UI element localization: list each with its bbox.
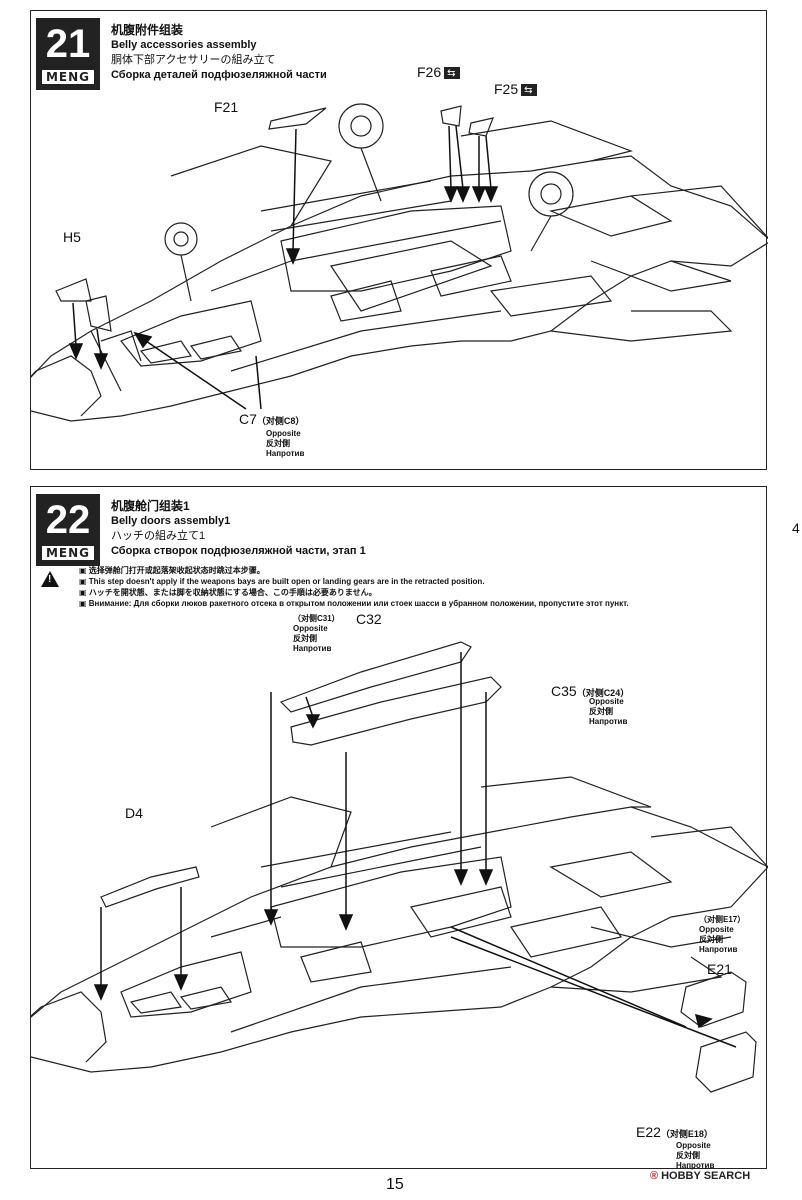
c7-text: C7 (239, 411, 257, 427)
e22-opposite-notes: Opposite 反対側 Напротив (676, 1141, 714, 1171)
part-label-f25: F25 (494, 81, 538, 99)
opposite-jp: 反対側 (266, 439, 290, 448)
step-21-panel: 21 MENG 机腹附件组装 Belly accessories assembl… (30, 10, 768, 470)
part-label-c7: C7（对侧C8） (239, 411, 304, 429)
swap-icon (521, 83, 538, 99)
title-jp: 胴体下部アクセサリーの組み立て (111, 54, 276, 66)
swap-icon (444, 66, 461, 82)
e21-opposite-notes: （对侧E17） Opposite 反対側 Напротив (699, 915, 745, 955)
part-label-h5: H5 (63, 229, 81, 245)
registered-icon: ® (650, 1170, 659, 1182)
opposite-jp: 反対側 (676, 1151, 700, 1160)
part-label-f26: F26 (417, 64, 461, 82)
opposite-jp: 反対側 (699, 935, 723, 944)
opposite-en: Opposite (676, 1141, 711, 1150)
step-titles: 机腹附件组装 Belly accessories assembly 胴体下部アク… (111, 23, 327, 83)
c35-opposite-notes: Opposite 反対側 Напротив (589, 697, 627, 727)
page-edge-mark: 4 (792, 520, 800, 536)
title-en: Belly doors assembly1 (111, 515, 231, 527)
opposite-ru: Напротив (699, 945, 738, 954)
step-number: 22 (45, 498, 91, 542)
watermark-text: HOBBY SEARCH (661, 1170, 751, 1182)
f25-text: F25 (494, 81, 519, 97)
c32-opposite-notes: （对侧C31） Opposite 反対側 Напротив (293, 614, 340, 654)
opposite-en: Opposite (699, 925, 734, 934)
opposite-en: Opposite (266, 429, 301, 438)
c35-opposite-code: （对侧C24） (576, 688, 630, 698)
brand-logo: MENG (41, 70, 95, 84)
e22-text: E22 (636, 1124, 661, 1140)
title-en: Belly accessories assembly (111, 39, 257, 51)
title-cn: 机腹舱门组装1 (111, 499, 190, 513)
warning-block: 选择弹舱门打开或起落架收起状态时跳过本步骤。 This step doesn't… (41, 565, 761, 609)
opposite-en: Opposite (293, 624, 328, 633)
c7-opposite-notes: Opposite 反対側 Напротив (266, 429, 304, 459)
warning-icon (41, 571, 59, 587)
step-number: 21 (45, 22, 91, 66)
title-cn: 机腹附件组装 (111, 23, 184, 37)
title-ru: Сборка деталей подфюзеляжной части (111, 69, 327, 81)
part-label-c35: C35（对侧C24） (551, 683, 629, 701)
part-label-c32: C32 (356, 611, 382, 627)
opposite-ru: Напротив (266, 449, 305, 458)
part-label-f21: F21 (214, 99, 239, 115)
opposite-ru: Напротив (676, 1161, 715, 1170)
step-badge: 22 MENG (36, 494, 100, 566)
opposite-en: Opposite (589, 697, 624, 706)
opposite-jp: 反対側 (589, 707, 613, 716)
page-number: 15 (386, 1176, 404, 1193)
c35-text: C35 (551, 683, 577, 699)
part-label-d4: D4 (125, 805, 143, 821)
warning-cn: 选择弹舱门打开或起落架收起状态时跳过本步骤。 (79, 565, 761, 576)
e22-opposite-code: （对侧E18） (660, 1129, 713, 1139)
step-badge: 21 MENG (36, 18, 100, 90)
step-22-panel: 22 MENG 机腹舱门组装1 Belly doors assembly1 ハッ… (30, 486, 768, 1171)
opposite-ru: Напротив (293, 644, 332, 653)
c7-opposite-code: （对侧C8） (256, 416, 305, 426)
e21-opposite-code: （对侧E17） (699, 915, 746, 924)
brand-logo: MENG (41, 546, 95, 560)
title-ru: Сборка створок подфюзеляжной части, этап… (111, 545, 366, 557)
watermark: ®HOBBY SEARCH (650, 1170, 750, 1182)
c32-opposite-code: （对侧C31） (293, 614, 340, 623)
opposite-ru: Напротив (589, 717, 628, 726)
part-label-e21: E21 (707, 961, 732, 977)
aircraft-illustration-22 (31, 641, 768, 1093)
f26-text: F26 (417, 64, 442, 80)
part-label-e22: E22（对侧E18） (636, 1124, 713, 1142)
warning-jp: ハッチを開状態、または脚を収納状態にする場合、この手順は必要ありません。 (79, 587, 761, 598)
step-titles: 机腹舱门组装1 Belly doors assembly1 ハッチの組み立て1 … (111, 499, 366, 559)
title-jp: ハッチの組み立て1 (111, 530, 206, 542)
warning-ru: Внимание: Для сборки люков ракетного отс… (79, 598, 761, 609)
opposite-jp: 反対側 (293, 634, 317, 643)
aircraft-illustration-21 (31, 103, 768, 422)
warning-en: This step doesn't apply if the weapons b… (79, 576, 761, 587)
